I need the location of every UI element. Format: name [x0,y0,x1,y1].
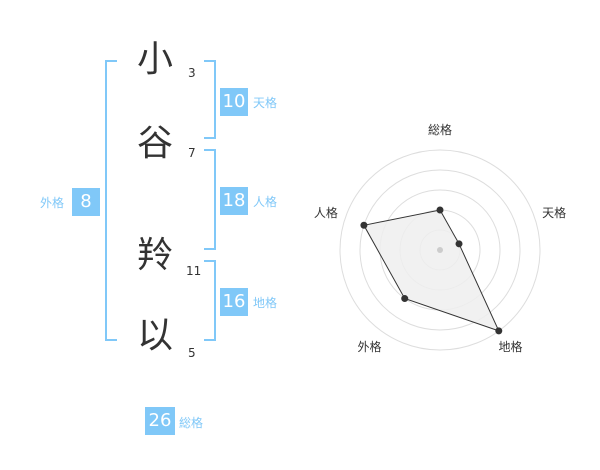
radar-point-3 [495,327,503,335]
radar-data-polygon [363,209,500,332]
stroke-count-2: 7 [188,146,196,160]
radar-point-5 [360,221,368,229]
soukaku-label: 総格 [179,416,204,430]
jinkaku-bracket [204,149,216,250]
gaikaku-bracket [105,60,117,341]
name-char-2: 谷 [136,123,173,164]
jinkaku-label: 人格 [253,195,278,209]
radar-axis-label-4: 外格 [357,339,381,354]
gaikaku-value-badge: 8 [72,188,100,216]
soukaku-value-badge: 26 [145,407,175,435]
stroke-count-1: 3 [188,66,196,80]
radar-axis-label-1: 総格 [428,122,452,137]
radar-ring-4 [359,169,521,331]
radar-point-2 [455,240,463,248]
stroke-count-3: 11 [186,264,202,278]
radar-point-1 [436,206,444,214]
tenkaku-value-badge: 10 [220,88,248,116]
chikaku-bracket [204,260,216,341]
gaikaku-label: 外格 [40,196,65,210]
radar-center-dot [437,247,443,253]
name-char-3: 羚 [136,235,173,276]
chikaku-value-badge: 16 [220,288,248,316]
chikaku-label: 地格 [253,296,278,310]
tenkaku-label: 天格 [253,96,278,110]
radar-axis-label-5: 人格 [314,205,338,220]
name-char-4: 以 [136,315,173,356]
stroke-count-4: 5 [188,346,196,360]
radar-ring-5 [339,149,541,351]
radar-axis-label-2: 天格 [542,205,566,220]
tenkaku-bracket [204,60,216,139]
radar-points [360,206,503,335]
radar-axis-label-3: 地格 [498,339,522,354]
jinkaku-value-badge: 18 [220,187,248,215]
radar-point-4 [401,295,409,303]
name-char-1: 小 [136,39,173,80]
